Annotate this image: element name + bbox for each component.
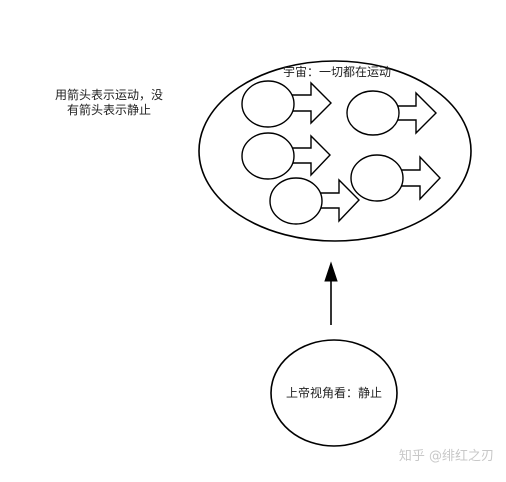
object-circle-3	[241, 132, 295, 180]
motion-arrow-1	[290, 81, 332, 125]
object-circle-5	[350, 154, 404, 202]
motion-arrow-2	[395, 91, 437, 135]
moving-object-2	[346, 90, 437, 136]
legend-note: 用箭头表示运动，没 有箭头表示静止	[44, 88, 174, 118]
god-view-label: 上帝视角看：静止	[286, 385, 382, 400]
god-view-ellipse	[270, 339, 398, 447]
motion-arrow-3	[290, 134, 331, 177]
moving-object-1	[241, 80, 332, 128]
upward-arrow-head	[324, 261, 338, 282]
moving-object-4	[269, 177, 360, 225]
object-circle-4	[269, 177, 323, 225]
universe-label: 宇宙：一切都在运动	[283, 64, 391, 79]
watermark: 知乎 @绯红之刃	[398, 449, 494, 464]
moving-object-5	[350, 154, 441, 202]
universe-ellipse	[198, 60, 472, 242]
object-circle-2	[346, 90, 400, 136]
motion-arrow-4	[318, 178, 360, 223]
object-circle-1	[241, 80, 295, 128]
legend-note-line-1: 用箭头表示运动，没	[54, 88, 163, 102]
upward-arrow	[324, 261, 338, 325]
legend-note-line-2: 有箭头表示静止	[66, 103, 151, 117]
motion-arrow-5	[399, 155, 441, 201]
moving-object-3	[241, 132, 331, 180]
